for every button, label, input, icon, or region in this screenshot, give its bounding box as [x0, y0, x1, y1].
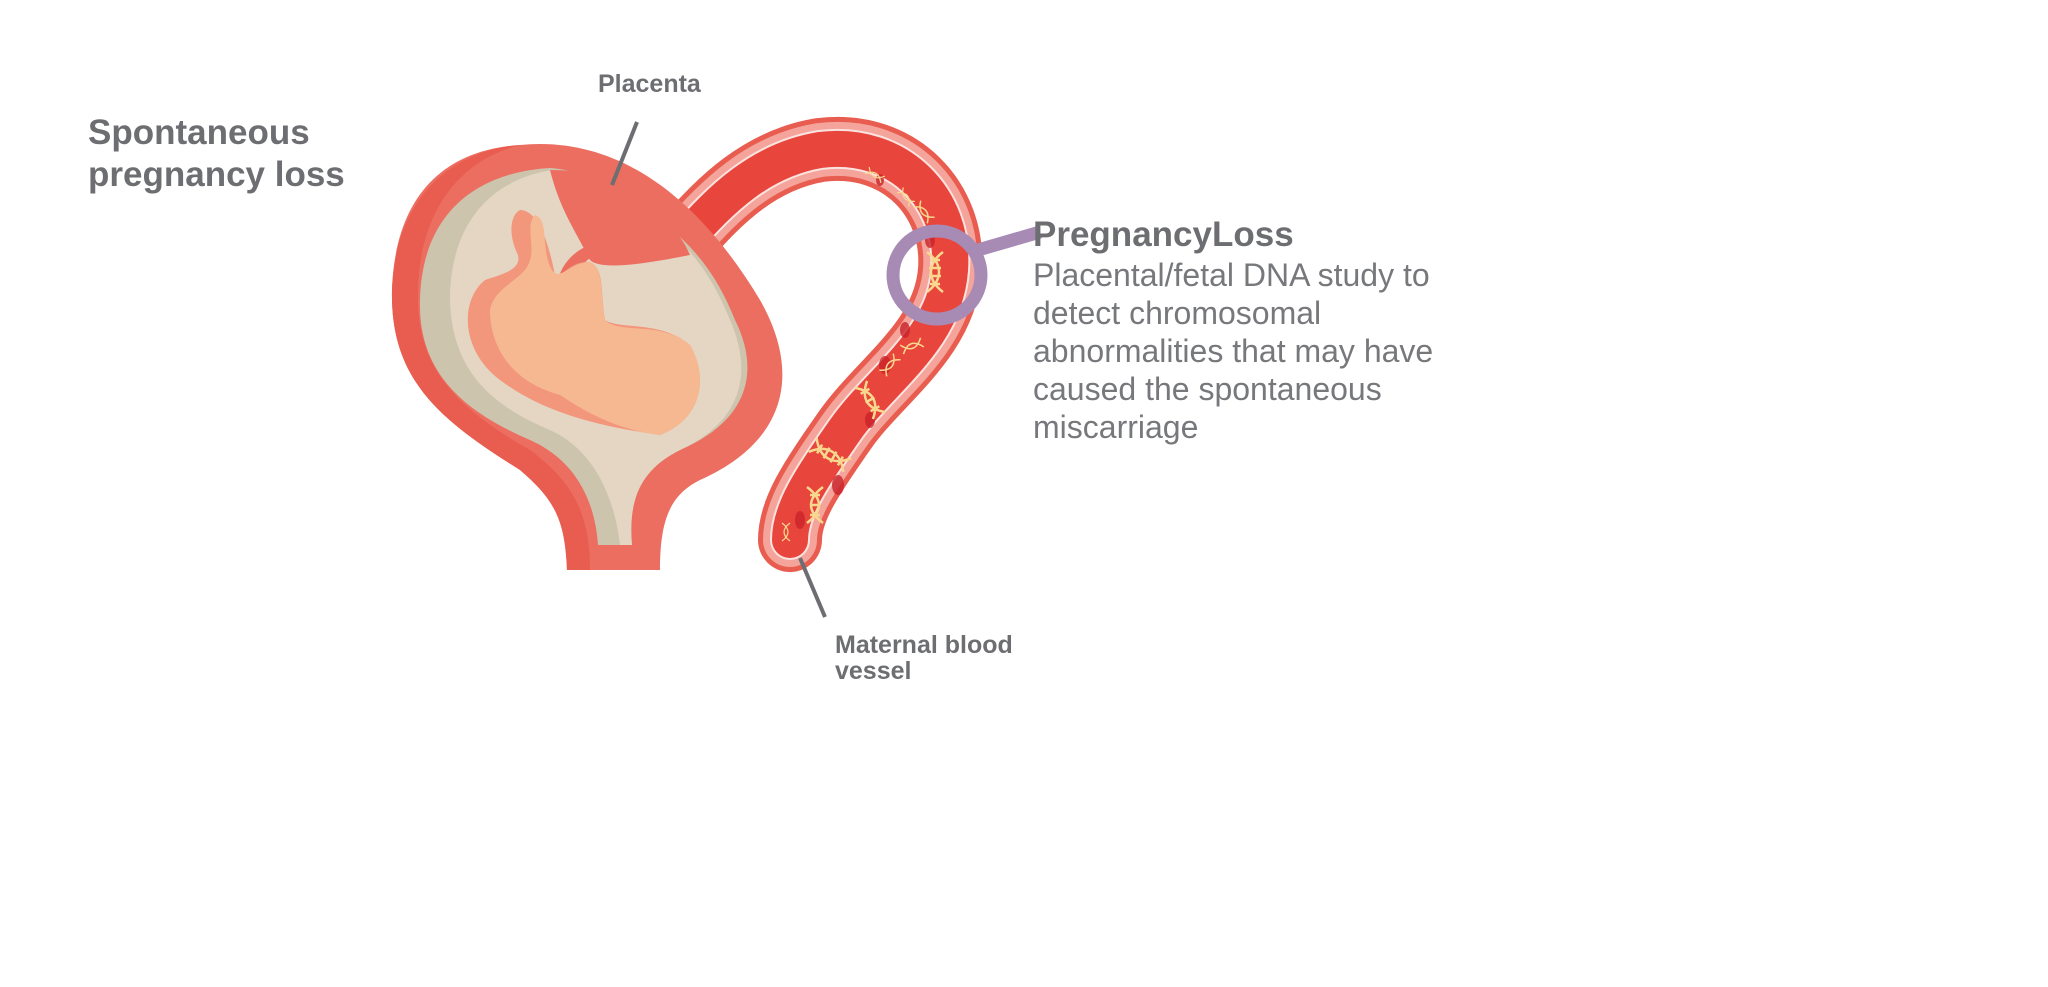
placenta-leader-line [610, 121, 639, 186]
vessel-leader-line [798, 557, 827, 618]
info-title: PregnancyLoss [1033, 215, 1294, 254]
dna-strands [781, 166, 944, 542]
page-title: Spontaneous pregnancy loss [88, 113, 345, 194]
info-callout: PregnancyLoss Placental/fetal DNA study … [1033, 214, 1513, 446]
maternal-blood-vessel-label: Maternal blood vessel [835, 631, 1013, 685]
magnifier-icon [886, 224, 1042, 326]
placenta-label: Placenta [598, 70, 701, 98]
info-body: Placental/fetal DNA study to detect chro… [1033, 257, 1434, 445]
uterus [391, 143, 783, 570]
maternal-blood-vessel [653, 116, 983, 572]
